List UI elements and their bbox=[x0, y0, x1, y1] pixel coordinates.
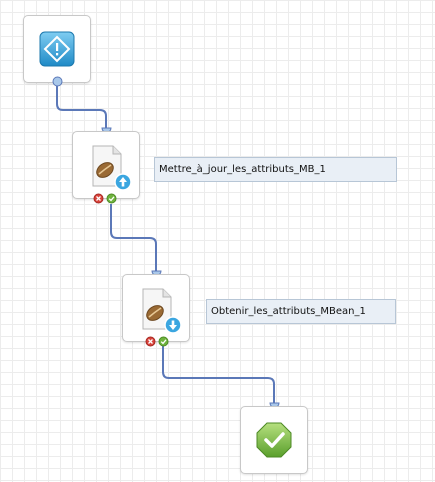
activity-2-node[interactable] bbox=[122, 274, 190, 342]
start-node[interactable] bbox=[23, 15, 91, 83]
connector-start-to-activity-1[interactable] bbox=[56, 82, 107, 130]
activity-1-error-port[interactable] bbox=[93, 193, 104, 204]
activity-2-error-port[interactable] bbox=[145, 336, 156, 347]
connector-activity-1-to-activity-2[interactable] bbox=[110, 204, 157, 274]
start-output-port[interactable] bbox=[52, 76, 63, 87]
activity-2-label[interactable]: Obtenir_les_attributs_MBean_1 bbox=[206, 299, 396, 324]
bean-upload-icon bbox=[92, 145, 132, 191]
activity-1-node[interactable] bbox=[72, 131, 140, 199]
bean-download-icon bbox=[142, 288, 182, 334]
activity-1-success-port[interactable] bbox=[106, 193, 117, 204]
end-node[interactable] bbox=[240, 406, 308, 474]
start-diamond-icon bbox=[39, 31, 75, 67]
activity-2-success-port[interactable] bbox=[158, 336, 169, 347]
connector-activity-2-to-end[interactable] bbox=[162, 346, 275, 406]
activity-1-label[interactable]: Mettre_à_jour_les_attributs_MB_1 bbox=[154, 157, 397, 182]
end-check-octagon-icon bbox=[256, 422, 292, 458]
